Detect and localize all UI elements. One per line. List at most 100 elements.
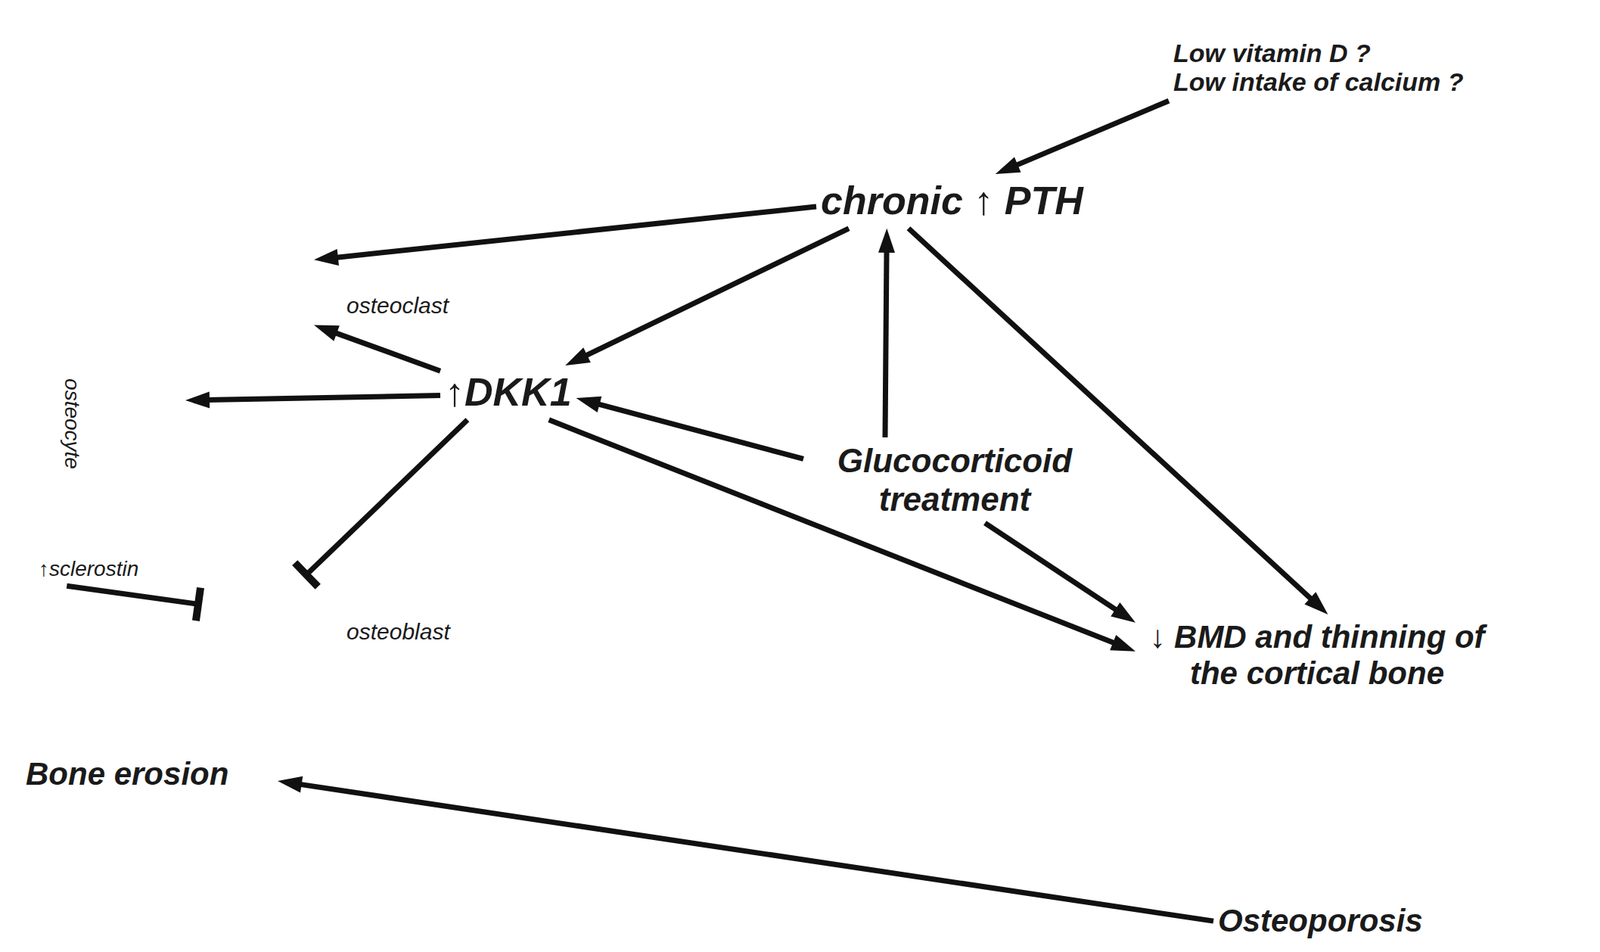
disease-label: Osteoporosis [1213, 897, 1428, 944]
outcome-label-text: ↓ BMD and thinning of the cortical bone [1140, 618, 1495, 693]
bone-illustration-part [9, 120, 278, 734]
bone-illustration [9, 120, 278, 734]
osteocyte-cell: osteocyte [105, 347, 186, 522]
bone-illustration-part-part [100, 347, 124, 382]
arrow-connector [984, 522, 1136, 623]
arrow-head [313, 325, 340, 342]
bone-cross-sections-part [1237, 748, 1374, 867]
arrow-head [313, 248, 339, 266]
arrow-connector [908, 228, 1328, 615]
inhibition-connector [295, 419, 468, 588]
arrow-connector [549, 419, 1136, 652]
disease-label-text: Osteoporosis [1217, 902, 1423, 939]
bone-illustration-part [9, 120, 114, 734]
osteocyte-cell [105, 347, 186, 522]
connector-line [335, 206, 817, 258]
osteoclast-cell-part [245, 229, 269, 252]
bone-illustration-part [99, 150, 192, 718]
arrow-head [995, 156, 1022, 174]
osteoclast-cell-part [141, 264, 233, 283]
bone-cross-sections-part [1074, 748, 1209, 867]
osteoblast-cell: osteoblast [198, 500, 307, 674]
osteoclast-cell-part [141, 227, 233, 246]
osteoblast-cells-part [243, 634, 262, 653]
arrow-head [1109, 634, 1136, 652]
arrow-connector [185, 391, 441, 408]
bone-cross-sections-part [1415, 755, 1534, 861]
hormone-label: chronic ↑ PTH [816, 173, 1088, 229]
connector-line [584, 228, 849, 357]
top-rule-bar [0, 0, 1600, 4]
bone-panel-text: Bone erosion [25, 755, 229, 793]
osteoclast-cell [132, 198, 314, 348]
bone-cross-sections-part [1226, 742, 1386, 873]
bone-illustration-part-part [130, 513, 192, 635]
osteocyte-cell-part [138, 422, 153, 448]
arrow-connector [565, 228, 849, 366]
connector-line [549, 419, 1116, 644]
inhibition-bar [195, 587, 201, 622]
bone-cross-sections-part [1407, 748, 1541, 867]
arrow-head [277, 776, 303, 793]
osteoblast-cells-part [214, 522, 234, 541]
arrow-connector [576, 396, 804, 460]
osteoclast-cell-part [141, 300, 225, 319]
arrow-connector [995, 100, 1169, 174]
cause-note-text: Low intake of calcium ? [1173, 67, 1464, 97]
top-rule [0, 0, 1600, 7]
cause-note-text: Low vitamin D ? [1173, 38, 1464, 68]
bone-cross-sections-part [1395, 742, 1554, 873]
osteoblast-cells-part [199, 612, 305, 672]
bone-illustration-part-part [157, 324, 188, 363]
bone-cross-sections [1059, 737, 1559, 878]
bone-cross-sections-part [1063, 742, 1220, 873]
connector-line [1015, 100, 1169, 166]
osteoblast-cells [198, 500, 307, 674]
sclerostin-label: ↑sclerostin [34, 552, 143, 586]
arrow-head [576, 396, 603, 413]
arrow-connector [878, 228, 895, 438]
arrow-connector [313, 325, 441, 372]
bone-cross-sections-part [1520, 748, 1544, 751]
dkk1-label-text: ↑DKK1 [444, 369, 572, 416]
arrow-head [878, 228, 895, 253]
connector-line [298, 783, 1214, 921]
osteocyte-cell-part [121, 363, 170, 505]
hormone-label-text: chronic ↑ PTH [820, 178, 1084, 224]
bone-illustration-part [206, 392, 268, 529]
connector-line [908, 228, 1313, 600]
connector-line [306, 419, 468, 575]
bone-illustration-part-part [161, 517, 188, 544]
arrow-connector [313, 206, 817, 266]
cause-note: Low vitamin D ?Low intake of calcium ? [1168, 34, 1469, 101]
osteoclast-cell-part [257, 260, 280, 284]
osteoclast-cell: osteoclast [132, 198, 314, 348]
bone-illustration-part [17, 604, 94, 696]
osteoblast-cells-part [201, 500, 250, 566]
arrow-head [1304, 591, 1328, 615]
osteoblast-cell-text: osteoblast [346, 618, 451, 646]
bone-panel: Bone erosionosteoclastosteocyte↑sclerost… [9, 120, 278, 802]
bone-cross-sections-part [1426, 765, 1523, 852]
treatment-label: Glucocorticoid treatment [803, 437, 1107, 523]
arrow-connector [277, 776, 1214, 921]
osteoclast-cell-text: osteoclast [346, 292, 449, 320]
osteoblast-cells-part [243, 580, 262, 599]
treatment-label-text: Glucocorticoid treatment [807, 441, 1102, 519]
bone-cross-sections-part [1093, 765, 1190, 852]
connector-line [333, 332, 441, 371]
osteoblast-cells-part [214, 554, 291, 622]
bone-cross-sections-part [1249, 760, 1362, 858]
bone-cross-sections-part [1094, 767, 1189, 851]
bone-illustration-part [24, 158, 86, 265]
osteocyte-cell-text: osteocyte [59, 378, 84, 470]
arrow-head [185, 391, 210, 408]
connector-line [596, 403, 804, 459]
connector-line [66, 585, 199, 604]
bone-illustration-part [24, 309, 34, 363]
connector-line [206, 394, 441, 400]
osteoclast-cell-part [139, 204, 312, 343]
arrow-head [1110, 602, 1136, 623]
connector-line [984, 522, 1119, 611]
